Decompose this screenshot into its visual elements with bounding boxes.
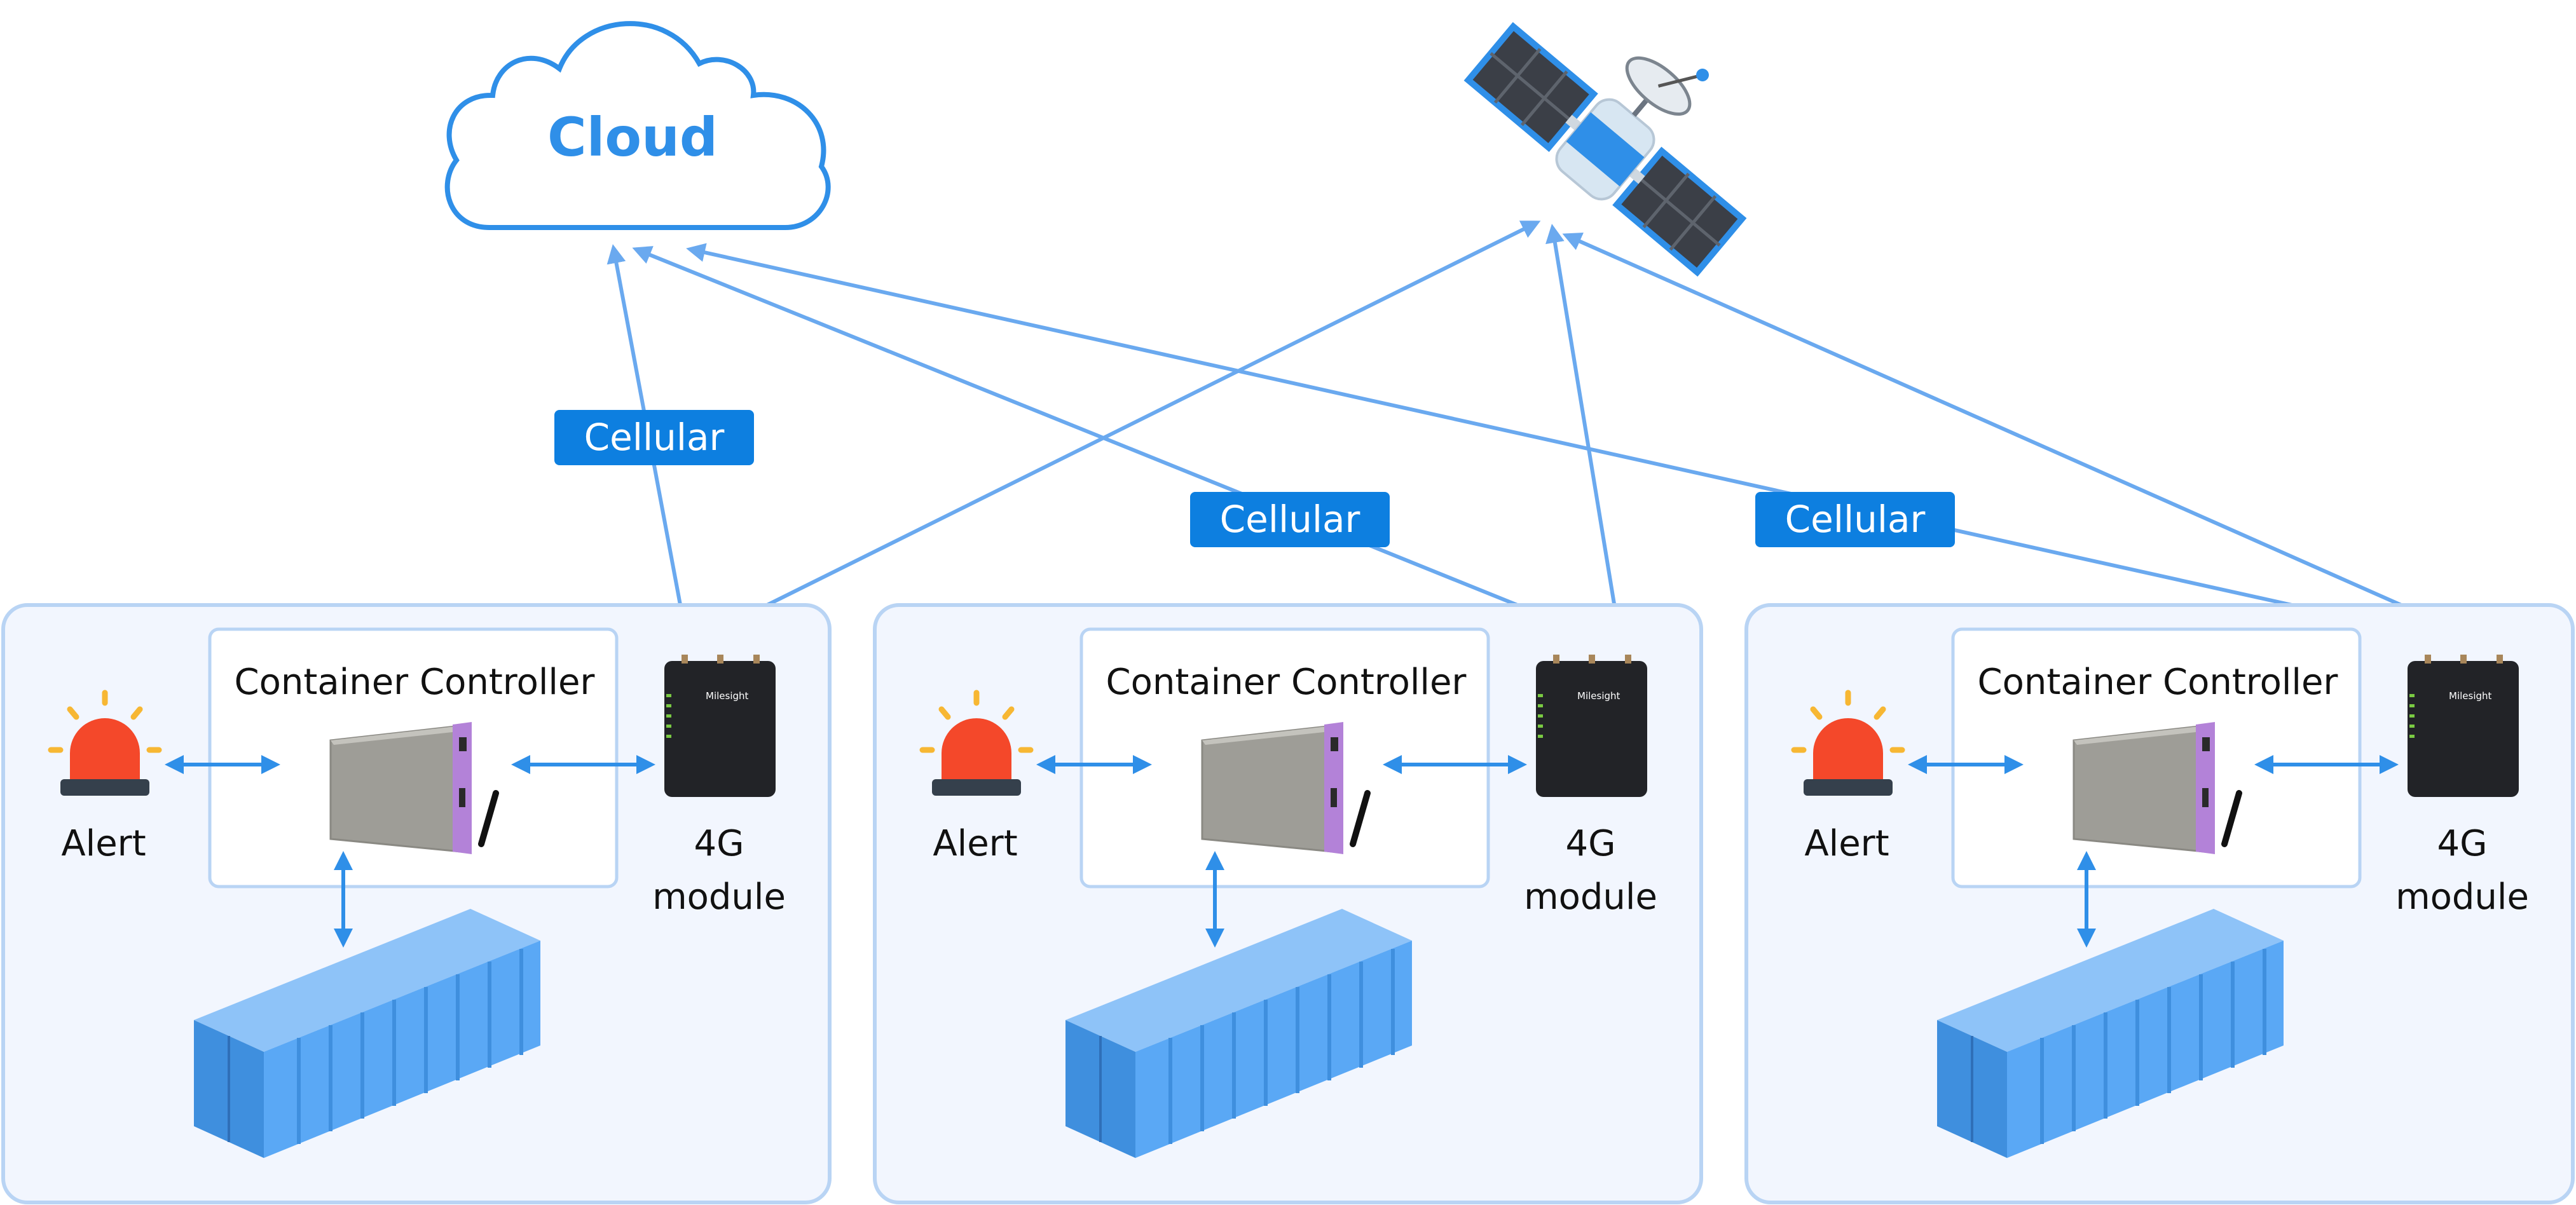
site-panel-3: Container Controller Alert: [1744, 603, 2575, 1204]
link-p2-cloud: [632, 246, 1605, 642]
router-icon: Milesight: [1536, 655, 1647, 797]
module-label-line1: 4G: [1565, 823, 1615, 864]
router-icon: Milesight: [2408, 655, 2519, 797]
alert-light-icon: [1791, 690, 1905, 796]
shipping-container-icon: [194, 909, 540, 1158]
link-p3-cloud: [686, 243, 2496, 656]
shipping-container-icon: [1937, 909, 2284, 1158]
svg-text:Cellular: Cellular: [1785, 498, 1926, 541]
alert-light-icon: [919, 690, 1034, 796]
controller-device-icon: [1201, 722, 1371, 854]
module-label-line1: 4G: [2437, 823, 2487, 864]
module-label-line2: module: [2395, 876, 2529, 918]
controller-device-icon: [329, 722, 499, 854]
router-brand: Milesight: [2449, 690, 2492, 702]
link-p2-satellite: [1545, 224, 1627, 643]
cellular-label-2: Cellular: [1190, 492, 1390, 547]
controller-title: Container Controller: [1106, 662, 1467, 703]
controller-device-icon: [2072, 722, 2242, 854]
link-p3-satellite: [1562, 233, 2505, 652]
satellite-icon: [1463, 22, 1747, 277]
alert-label: Alert: [61, 823, 146, 864]
alert-light-icon: [48, 690, 162, 796]
router-brand: Milesight: [706, 690, 749, 702]
router-brand: Milesight: [1577, 690, 1620, 702]
module-label-line1: 4G: [694, 823, 744, 864]
cloud-icon: Cloud: [444, 21, 831, 230]
cellular-label-3: Cellular: [1755, 492, 1955, 547]
controller-title: Container Controller: [1978, 662, 2339, 703]
module-label-line2: module: [1524, 876, 1657, 918]
site-panel-2: Container Controller Alert: [873, 603, 1703, 1204]
site-panel-1: Container Controller Alert: [1, 603, 832, 1204]
alert-label: Alert: [933, 823, 1017, 864]
svg-text:Cellular: Cellular: [584, 416, 725, 459]
cellular-label-1: Cellular: [554, 410, 754, 465]
cloud-label: Cloud: [547, 106, 718, 168]
router-icon: Milesight: [664, 655, 776, 797]
alert-label: Alert: [1804, 823, 1889, 864]
svg-text:Cellular: Cellular: [1220, 498, 1360, 541]
module-label-line2: module: [652, 876, 786, 918]
link-p1-satellite: [695, 221, 1541, 641]
communication-links: [606, 221, 2505, 656]
shipping-container-icon: [1065, 909, 1412, 1158]
controller-title: Container Controller: [235, 662, 596, 703]
